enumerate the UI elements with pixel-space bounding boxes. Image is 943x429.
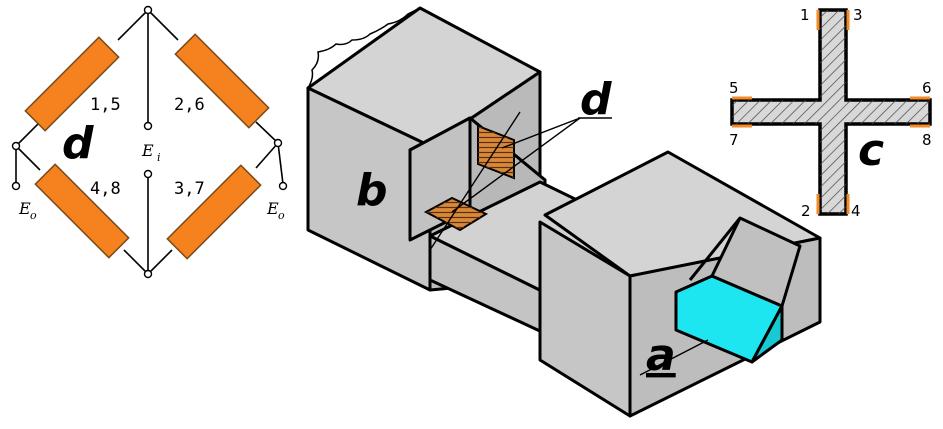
terminal <box>278 181 288 191</box>
cross-section <box>730 8 932 216</box>
load-cell-side <box>750 304 784 364</box>
gauge-number-4: 4 <box>851 202 861 220</box>
resistor-1-5 <box>24 36 120 132</box>
load-cell-edge <box>688 217 742 281</box>
terminal <box>143 169 153 179</box>
gauge-number-8: 8 <box>922 131 932 149</box>
resistor-4-8 <box>34 163 130 259</box>
cut-edge <box>307 7 421 89</box>
gauge-number-2: 2 <box>801 202 811 220</box>
label-top-left: 1,5 <box>90 95 121 115</box>
label-bottom-left: 4,8 <box>90 179 121 199</box>
terminal <box>11 141 21 151</box>
gauge-number-1: 1 <box>800 6 810 24</box>
beam-label-a: a <box>646 330 676 381</box>
bridge-wire <box>15 145 41 171</box>
bridge-terminals <box>11 5 288 279</box>
leader-gauge-lower <box>429 111 521 251</box>
excitation-label: E <box>141 141 154 160</box>
bridge-resistors <box>24 33 270 260</box>
output-left-label: E <box>18 199 31 218</box>
gauge-number-6: 6 <box>922 79 932 97</box>
cross-label-c: c <box>858 125 884 176</box>
load-cell-top <box>710 216 802 308</box>
terminal <box>143 269 153 279</box>
leader-lines <box>429 111 709 376</box>
beam-label-b: b <box>356 165 388 216</box>
output-left-subscript: o <box>30 209 37 222</box>
bridge-wire <box>277 142 284 185</box>
resistor-2-6 <box>174 33 270 129</box>
output-right-subscript: o <box>278 209 285 222</box>
bridge-wire <box>147 9 179 41</box>
leader-d-2 <box>451 117 581 213</box>
gauge-number-3: 3 <box>853 6 863 24</box>
beam-gauges <box>423 124 515 232</box>
cross-gauge-numbers: 1 3 5 6 7 8 2 4 <box>729 6 932 220</box>
cross-gauge-marks <box>732 10 930 214</box>
resistor-3-7 <box>166 164 262 260</box>
terminal <box>143 5 153 15</box>
output-right-label: E <box>266 199 279 218</box>
excitation-subscript: i <box>157 151 161 164</box>
bridge-wire <box>123 249 149 275</box>
beam-gauge-lower-lines <box>426 198 486 230</box>
leader-d-1 <box>501 117 581 149</box>
terminal <box>273 138 283 148</box>
bridge-wire <box>15 121 41 147</box>
bridge-wire <box>147 249 173 275</box>
cross-hatch <box>732 10 930 214</box>
gauge-number-7: 7 <box>729 131 739 149</box>
terminal <box>143 121 153 131</box>
bridge-label-d: d <box>62 118 94 169</box>
beam-gauge-upper-lines <box>478 126 514 178</box>
bridge-wire <box>117 9 149 41</box>
bridge-wire <box>255 121 279 144</box>
gauge-number-5: 5 <box>729 79 739 97</box>
wheatstone-bridge <box>15 9 284 275</box>
terminal <box>11 181 21 191</box>
beam-label-d: d <box>580 74 612 125</box>
label-bottom-right: 3,7 <box>174 179 205 199</box>
leader-a <box>639 339 709 376</box>
load-cell <box>674 216 802 364</box>
label-top-right: 2,6 <box>174 95 205 115</box>
bridge-wire <box>255 142 279 169</box>
